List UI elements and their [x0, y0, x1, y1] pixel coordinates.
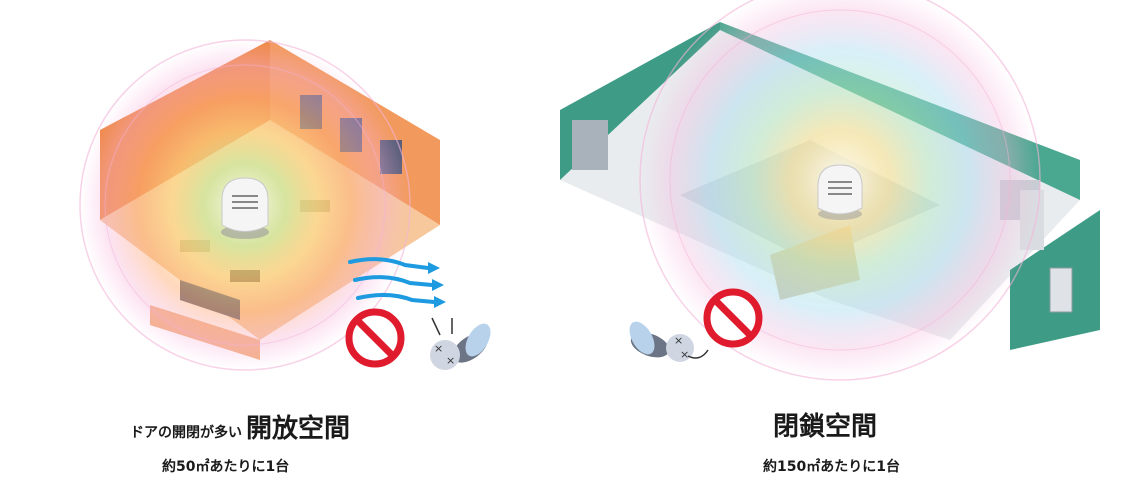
- open-space-panel: × × ドアの開閉が多い 開放空間 約50㎡あたりに1台: [0, 0, 560, 488]
- dead-mosquito-icon: × ×: [629, 321, 709, 362]
- svg-text:×: ×: [446, 354, 455, 367]
- caption-title: 開放空間: [245, 414, 350, 444]
- coverage-text: 約50㎡あたりに1台: [162, 459, 290, 475]
- airflow-arrows-icon: [348, 257, 446, 308]
- caption-prefix: ドアの開閉が多い: [129, 425, 242, 441]
- door: [1049, 267, 1073, 313]
- shelf: [572, 120, 608, 170]
- dead-mosquito-icon: × ×: [430, 317, 491, 370]
- closed-space-panel: × × 閉鎖空間 約150㎡あたりに1台: [560, 0, 1138, 488]
- svg-text:×: ×: [434, 342, 443, 355]
- caption-title: 閉鎖空間: [772, 412, 877, 442]
- repeller-device-icon: [817, 164, 863, 220]
- open-space-caption: ドアの開閉が多い 開放空間: [90, 408, 390, 445]
- kitchen-room-illustration: × ×: [560, 0, 1100, 381]
- repeller-device-icon: [221, 177, 269, 239]
- closed-space-caption: 閉鎖空間: [750, 406, 900, 443]
- svg-text:×: ×: [680, 348, 689, 361]
- coverage-text: 約150㎡あたりに1台: [763, 459, 900, 475]
- prohibit-icon: [345, 308, 405, 368]
- svg-text:×: ×: [674, 334, 683, 347]
- cafe-room-illustration: × ×: [79, 39, 491, 371]
- prohibit-icon: [703, 288, 763, 348]
